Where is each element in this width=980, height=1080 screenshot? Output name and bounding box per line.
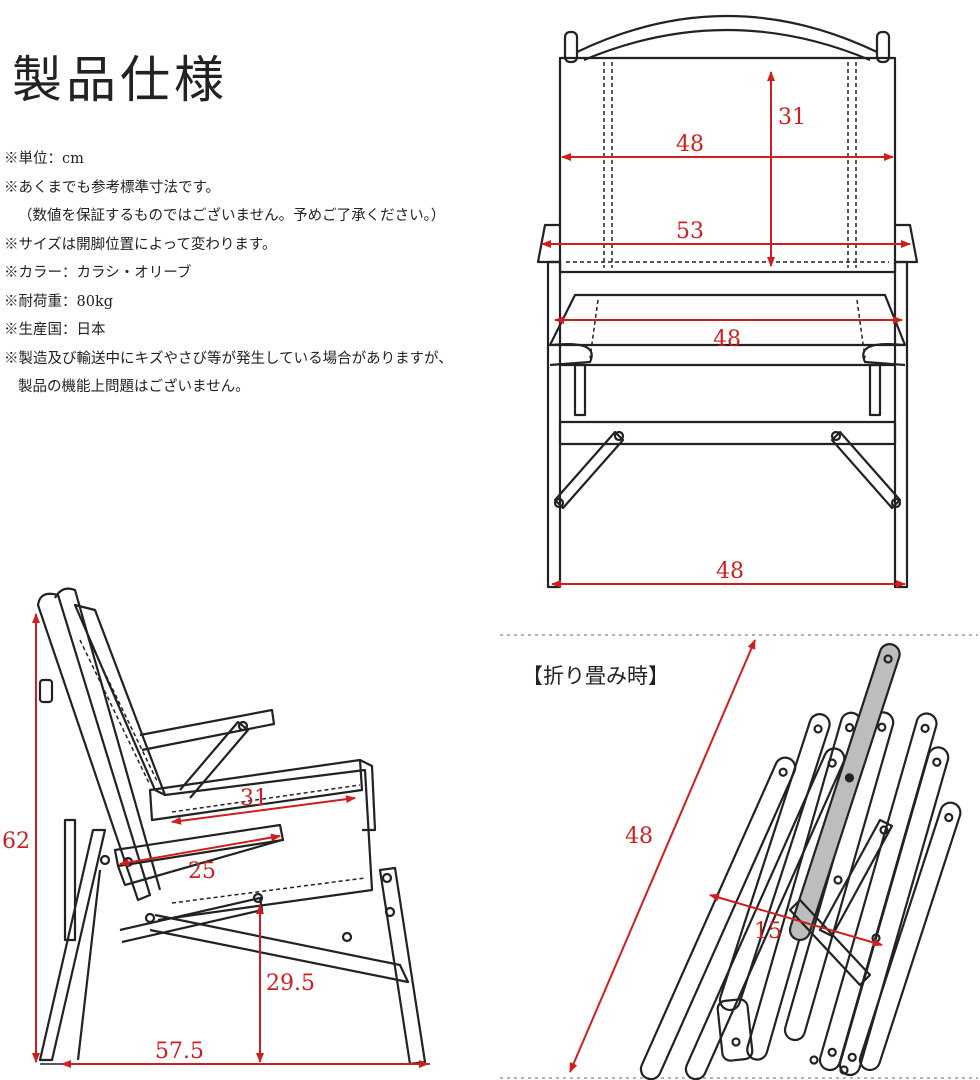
folded-chair	[639, 643, 962, 1080]
note-load: ※耐荷重：80kg	[4, 293, 114, 310]
dim-folded-thickness-line	[709, 893, 883, 947]
note-color: ※カラー：カラシ・オリーブ	[4, 265, 192, 281]
dim-seat-width: 48	[713, 327, 741, 352]
page-title: 製品仕様	[12, 51, 228, 109]
dim-armrest-length-line	[119, 833, 281, 867]
dim-backrest-height: 31	[778, 105, 806, 130]
dim-folded-length-line	[569, 639, 756, 1073]
dim-seat-depth: 31	[240, 786, 268, 811]
note-origin: ※生産国：日本	[4, 322, 106, 338]
dim-folded-length: 48	[625, 824, 653, 849]
note-scratches: ※製造及び輸送中にキズやさび等が発生している場合がありますが、	[4, 350, 453, 367]
dim-armrest-length: 25	[188, 859, 216, 884]
note-size-varies: ※サイズは開脚位置によって変わります。	[4, 236, 277, 253]
dim-seat-depth-line	[171, 795, 356, 825]
folded-dimensions	[569, 639, 883, 1073]
side-view	[36, 587, 430, 1066]
dim-base-width: 48	[716, 559, 744, 584]
folded-view-guides	[500, 634, 978, 1079]
dim-seat-height: 29.5	[266, 971, 315, 996]
dim-backrest-width: 48	[676, 132, 704, 157]
note-no-guarantee: （数値を保証するものではございません。予めご了承ください。）	[18, 208, 446, 224]
front-view	[536, 14, 919, 589]
note-scratches-cont: 製品の機能上問題はございません。	[18, 379, 250, 395]
note-unit: ※単位：cm	[4, 151, 84, 167]
dim-total-height: 62	[2, 829, 30, 854]
front-dimensions	[541, 71, 911, 588]
spec-notes: ※単位：cm ※あくまでも参考標準寸法です。 （数値を保証するものではございませ…	[4, 145, 453, 402]
dim-base-depth: 57.5	[155, 1039, 204, 1064]
note-reference: ※あくまでも参考標準寸法です。	[4, 179, 221, 196]
dim-folded-thickness: 15	[754, 919, 782, 944]
side-dimensions	[32, 613, 429, 1068]
dim-armrest-width: 53	[676, 219, 704, 244]
